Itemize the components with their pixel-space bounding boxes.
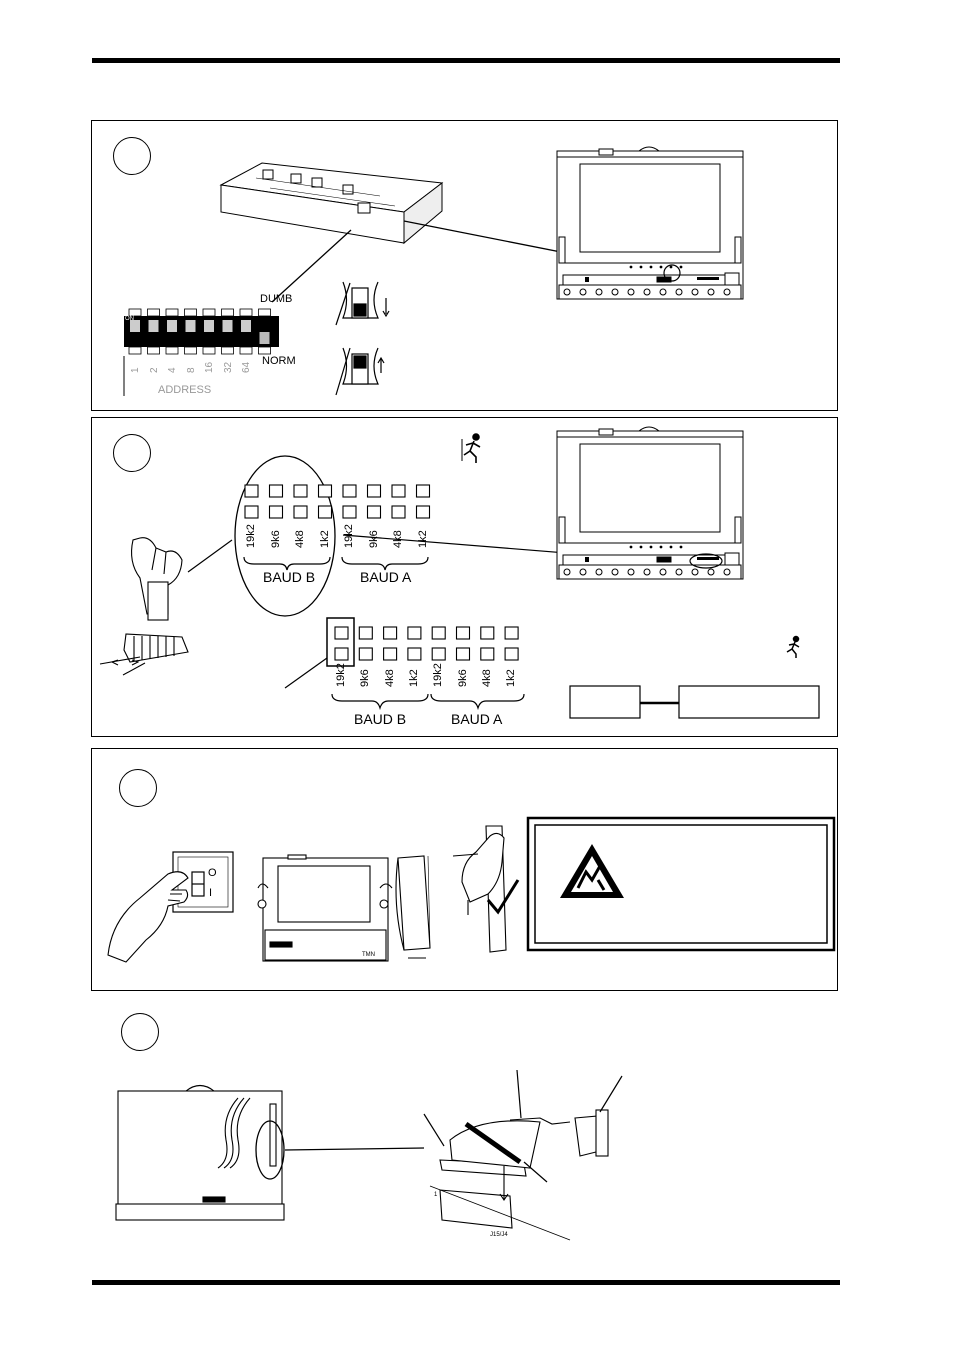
jumper-pin: [317, 505, 333, 519]
leader-line: [423, 1113, 445, 1147]
jumper-pin: [407, 647, 422, 661]
address-label: ADDRESS: [158, 384, 212, 396]
jumper-pin: [268, 505, 284, 519]
step-circle-2: [113, 434, 151, 472]
jumper-pin: [293, 484, 308, 498]
jumper-pin: [334, 626, 349, 640]
jumper-pin: [415, 505, 431, 519]
leader-line: [271, 229, 352, 303]
jumper-pin: [415, 484, 431, 498]
jumper-pin: [455, 626, 471, 640]
jumper-pin: [342, 505, 357, 519]
esd-warning-box-inner: [534, 824, 828, 944]
jumper-pin: [431, 626, 446, 640]
hand-push-illustration: [452, 825, 507, 953]
jumper-pin: [293, 505, 308, 519]
jumper-pin: [366, 505, 382, 519]
leader-line: [523, 1161, 548, 1183]
jumper-pin: [244, 484, 259, 498]
dip-lever: [259, 332, 270, 344]
jumper-highlight: [326, 617, 355, 667]
jumper-pin: [342, 484, 357, 498]
leader-line: [599, 1075, 623, 1113]
step-circle-4: [121, 1013, 159, 1051]
jumper-pin: [504, 647, 519, 661]
leader-line: [284, 1147, 425, 1151]
device-tag: TMN: [362, 952, 375, 958]
leader-line: [284, 657, 328, 689]
legend-box-right: [678, 685, 820, 719]
jumper-pin: [334, 647, 349, 661]
device-front: [257, 854, 393, 962]
connector-highlight: [255, 1120, 285, 1180]
jumper-pin: [455, 647, 471, 661]
jumper-pin: [407, 626, 422, 640]
pin-one-label: 1: [434, 1192, 438, 1198]
ribbon-connector: [429, 1109, 609, 1241]
dip-switch-block: [219, 162, 444, 245]
jumper-pin: [431, 647, 446, 661]
dip-lever: [185, 320, 196, 332]
dip-lever: [148, 320, 159, 332]
top-rule: [92, 58, 840, 63]
step-circle-3: [119, 769, 157, 807]
norm-label: NORM: [262, 355, 296, 367]
check-mark-icon: [486, 879, 520, 915]
panel-baud-setting: [91, 417, 838, 737]
baud-braces: [243, 556, 525, 711]
jumper-pin: [268, 484, 284, 498]
running-man-icon: [786, 635, 800, 658]
esd-warning-icon: [560, 844, 624, 898]
jumper-pin: [358, 647, 373, 661]
wall-switch: [172, 851, 234, 913]
connector-label: J15/J4: [490, 1232, 508, 1238]
on-label: ON: [125, 316, 134, 322]
dip-lever: [222, 320, 233, 332]
jumper-pin: [244, 505, 259, 519]
running-man-icon: [460, 433, 484, 463]
switch-up-detail: [335, 347, 385, 396]
switch-on-mark: O: [208, 867, 217, 879]
jumper-pin: [480, 647, 495, 661]
step-circle-1: [113, 137, 151, 175]
magnify-ellipse: [234, 455, 336, 617]
dip-lever: [167, 320, 177, 332]
leader-line: [516, 1069, 522, 1119]
jumper-pin: [504, 626, 519, 640]
baud-b-label: BAUD B: [354, 711, 407, 727]
jumper-pin: [391, 484, 406, 498]
dip-lever: [204, 320, 214, 332]
panel-address-setting: [91, 120, 838, 411]
device-side: [395, 855, 431, 959]
jumper-pin: [358, 626, 373, 640]
switch-down-detail: [335, 281, 390, 326]
jumper-pin: [383, 647, 398, 661]
jumper-pin: [317, 484, 333, 498]
jumper-pin: [480, 626, 495, 640]
baud-b-label: BAUD B: [263, 569, 316, 585]
leader-line: [187, 539, 233, 573]
device-internal: [115, 1084, 285, 1221]
dip-switch-levers: [128, 308, 271, 355]
jumper-pin: [366, 484, 382, 498]
dip-lever: [241, 320, 251, 332]
jumper-pin: [391, 505, 406, 519]
hand-illustration: [107, 871, 189, 963]
jumper-pin: [383, 626, 398, 640]
dumb-label: DUMB: [260, 293, 293, 305]
hand-jumper-illustration: [99, 537, 189, 676]
dip-lever: [130, 320, 140, 332]
baud-a-label: BAUD A: [451, 711, 503, 727]
panel-power-off: [91, 748, 838, 991]
bottom-rule: [92, 1280, 840, 1285]
baud-a-label: BAUD A: [360, 569, 412, 585]
switch-off-mark: I: [209, 887, 213, 899]
